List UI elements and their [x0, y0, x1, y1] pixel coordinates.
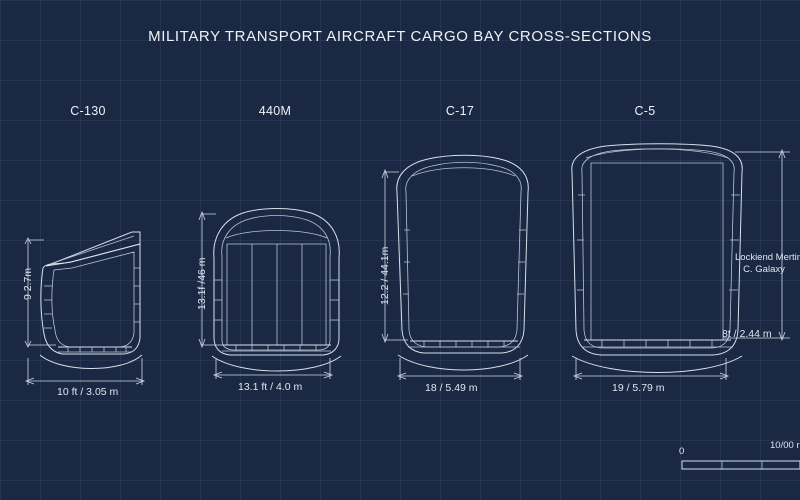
c130-roof-crease: [49, 235, 135, 265]
page-title: MILITARY TRANSPORT AIRCRAFT CARGO BAY CR…: [148, 28, 652, 45]
440m-width-dim-arrows: [212, 371, 334, 379]
cross-section-c17: [381, 154, 529, 380]
440m-floor-ribs: [235, 345, 317, 351]
c130-width-dim-arrows: [24, 377, 146, 385]
c130-floor-ribs: [67, 347, 127, 352]
c5-inner-skin: [581, 148, 735, 349]
craft-label-c5: C-5: [634, 104, 656, 118]
c5-note-line-1: Lockiend Mertin: [735, 252, 800, 263]
c5-outer-skin: [571, 143, 743, 356]
c5-width-ext-lines: [575, 358, 727, 380]
c17-side-frames: [403, 229, 526, 295]
craft-label-c130: C-130: [70, 104, 106, 118]
440m-belly: [211, 355, 342, 372]
c5-height-dim-text: 8t / 2.44 m: [722, 328, 772, 340]
c5-width-dim-text: 19 / 5.79 m: [612, 382, 665, 394]
c5-height-dim-arrows: [778, 148, 786, 342]
440m-interior-dividers: [251, 244, 303, 345]
c5-height-ext-lines: [723, 151, 790, 339]
c130-width-dim-text: 10 ft / 3.05 m: [57, 386, 119, 398]
440m-height-ext-lines: [202, 213, 224, 346]
440m-crown-curve: [225, 230, 328, 239]
440m-width-dim-text: 13.1 ft / 4.0 m: [238, 381, 303, 393]
c130-height-dim-arrows: [24, 237, 32, 348]
c130-height-ext-lines: [28, 239, 56, 346]
cross-section-c5: [571, 143, 790, 380]
c5-cargo-bay-box: [590, 162, 724, 341]
440m-width-ext-lines: [215, 358, 331, 379]
cross-section-c130: [24, 231, 146, 385]
craft-label-440m: 440M: [258, 104, 292, 118]
440m-inner-skin: [221, 215, 331, 351]
c130-width-ext-lines: [27, 358, 143, 385]
scale-bar-start-label: 0: [679, 446, 685, 457]
c17-width-dim-text: 18 / 5.49 m: [425, 382, 478, 394]
c17-crown-curve: [411, 167, 516, 177]
c17-inner-skin: [405, 161, 522, 348]
440m-cargo-bay-box: [226, 243, 327, 346]
440m-side-frames: [214, 279, 339, 321]
scale-bar-outline: [681, 460, 800, 470]
c17-height-dim-arrows: [381, 168, 389, 344]
c17-outer-skin: [396, 154, 529, 354]
c5-crown-curve: [585, 148, 729, 159]
c17-floor-ribs: [423, 341, 505, 347]
c5-floor-ribs: [601, 340, 713, 347]
c130-belly: [39, 354, 143, 369]
scale-bar-ticks: [721, 461, 763, 469]
c17-belly: [397, 354, 529, 371]
c17-height-dim-text: 12.2 / 44.1m: [379, 246, 391, 305]
c17-width-dim-arrows: [396, 372, 524, 380]
c5-note-line-2: C. Galaxy: [743, 264, 785, 275]
scale-bar: [681, 460, 800, 470]
440m-height-dim-arrows: [198, 210, 206, 349]
440m-outer-skin: [213, 208, 340, 356]
c17-height-ext-lines: [385, 171, 408, 341]
c130-roof-panel: [45, 231, 141, 267]
scale-bar-end-label: 10/00 r: [770, 440, 800, 451]
c130-left-frames: [44, 285, 52, 329]
craft-label-c17: C-17: [445, 104, 475, 118]
c17-width-ext-lines: [399, 358, 521, 380]
c130-inner-bay: [51, 251, 135, 348]
440m-height-dim-text: 13.1f /46 m: [196, 257, 208, 310]
c5-side-frames: [577, 194, 740, 291]
c130-height-dim-text: 9 2.7m: [22, 267, 34, 300]
c5-width-dim-arrows: [572, 372, 730, 380]
c130-right-frames: [134, 267, 140, 323]
c130-outer-skin: [40, 243, 141, 355]
cross-section-440m: [198, 208, 342, 379]
c5-belly: [571, 355, 743, 373]
